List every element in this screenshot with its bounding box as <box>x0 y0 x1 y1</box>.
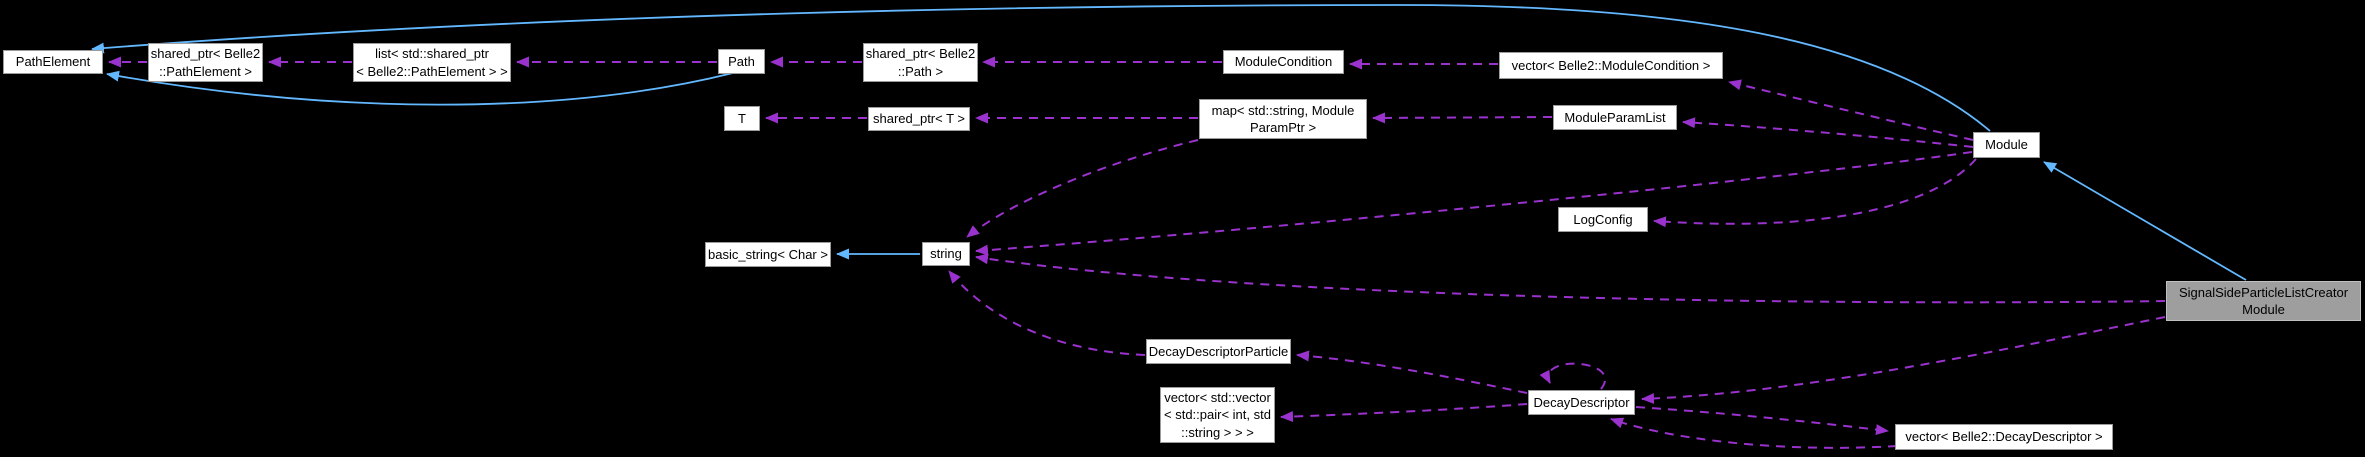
edge-signalside-to-string-usage-arrow <box>975 253 2166 304</box>
edge-decaydescriptor-to-vec-decaydescriptor-usage-arrow <box>1635 406 1889 436</box>
edge-decaydescriptorparticle-to-string-usage-arrow <box>948 270 1146 356</box>
node-vec-decaydescriptor[interactable]: vector< Belle2::DecayDescriptor > <box>1895 424 2113 450</box>
edge-decaydescriptor-to-decaydescriptorparticle-usage-arrow <box>1296 350 1528 394</box>
edge-moduleparamlist-to-map-moduleparamptr-usage-arrow <box>1372 112 1553 124</box>
edge-module-to-vec-modulecondition-usage-arrow <box>1728 79 1974 141</box>
node-decaydescriptor[interactable]: DecayDescriptor <box>1528 390 1635 415</box>
node-pathelement[interactable]: PathElement <box>3 50 103 74</box>
edge-module-to-string-usage-arrow <box>975 151 1973 256</box>
node-sp-path[interactable]: shared_ptr< Belle2 ::Path > <box>863 43 978 82</box>
node-string[interactable]: string <box>922 242 970 266</box>
node-t[interactable]: T <box>724 106 760 131</box>
edge-signalside-to-module-inheritance-arrow <box>2043 161 2247 281</box>
edge-path-to-pathelement-inheritance-arrow <box>106 70 734 106</box>
edge-decaydescriptor-to-decaydescriptor-usage-arrow <box>1539 362 1606 390</box>
edge-module-to-logconfig-usage-arrow <box>1653 158 1977 228</box>
node-decaydescriptorparticle[interactable]: DecayDescriptorParticle <box>1146 339 1291 364</box>
node-vec-pair[interactable]: vector< std::vector < std::pair< int, st… <box>1160 387 1275 443</box>
node-moduleparamlist[interactable]: ModuleParamList <box>1553 105 1677 130</box>
edge-signalside-to-decaydescriptor-usage-arrow <box>1641 316 2166 405</box>
node-sp-t[interactable]: shared_ptr< T > <box>868 107 970 131</box>
node-vec-modulecondition[interactable]: vector< Belle2::ModuleCondition > <box>1499 52 1723 79</box>
edge-module-to-moduleparamlist-usage-arrow <box>1682 117 1974 148</box>
edge-module-to-pathelement-inheritance-arrow <box>91 4 1991 132</box>
node-modulecondition[interactable]: ModuleCondition <box>1223 50 1344 74</box>
edge-vec-decaydescriptor-to-decaydescriptor-usage-arrow <box>1610 417 1898 449</box>
node-map-moduleparamptr[interactable]: map< std::string, Module ParamPtr > <box>1199 99 1367 139</box>
node-path[interactable]: Path <box>718 49 765 74</box>
node-list-sp-pathelement[interactable]: list< std::shared_ptr < Belle2::PathElem… <box>353 43 511 82</box>
edge-decaydescriptor-to-vec-pair-usage-arrow <box>1280 403 1528 423</box>
node-logconfig[interactable]: LogConfig <box>1558 207 1648 232</box>
node-sp-pathelement[interactable]: shared_ptr< Belle2 ::PathElement > <box>148 43 263 82</box>
node-module[interactable]: Module <box>1973 132 2040 158</box>
node-basic-string[interactable]: basic_string< Char > <box>705 242 831 267</box>
edge-map-moduleparamptr-to-string-usage-arrow <box>966 139 1199 238</box>
node-signalside: SignalSideParticleListCreator Module <box>2166 281 2361 321</box>
